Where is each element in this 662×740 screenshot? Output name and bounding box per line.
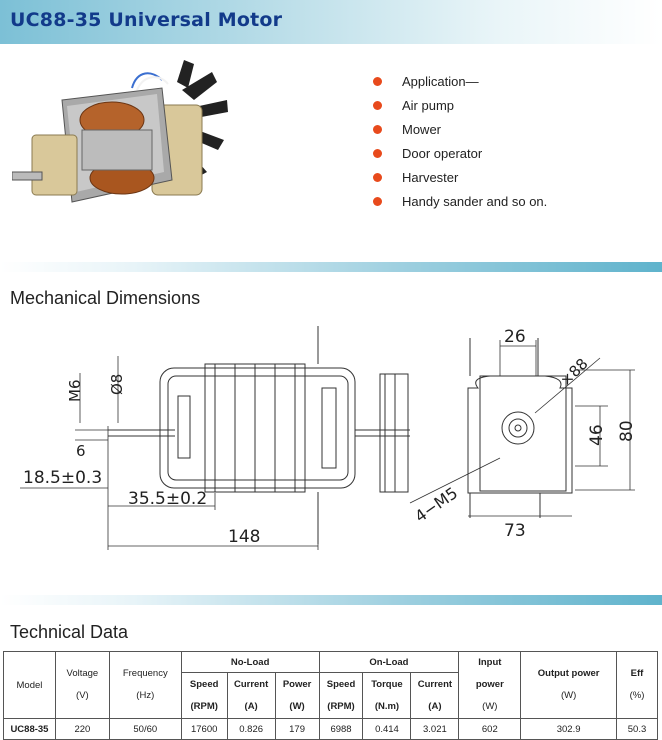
header-ol-current: Current(A) bbox=[410, 672, 460, 719]
section-divider bbox=[0, 262, 662, 272]
dim-148: 148 bbox=[228, 527, 260, 547]
header-ol-speed: Speed(RPM) bbox=[318, 672, 364, 719]
header-on-load: On-Load bbox=[318, 650, 460, 674]
front-view bbox=[467, 338, 573, 518]
mechanical-dimensions-title: Mechanical Dimensions bbox=[10, 288, 201, 308]
dim-18-5: 18.5±0.3 bbox=[23, 468, 102, 488]
dim-6: 6 bbox=[76, 442, 86, 460]
dim-73: 73 bbox=[504, 521, 526, 541]
cell-nl-current: 0.826 bbox=[226, 718, 276, 740]
header-output-power: Output power(W) bbox=[520, 651, 618, 719]
list-item: Handy sander and so on. bbox=[372, 192, 547, 216]
cell-frequency: 50/60 bbox=[108, 718, 182, 740]
header-nl-power: Power(W) bbox=[274, 672, 320, 719]
section-divider bbox=[0, 595, 662, 605]
title-bar: UC88-35 Universal Motor bbox=[0, 0, 662, 44]
header-voltage: Voltage(V) bbox=[54, 651, 110, 719]
header-frequency: Frequency(Hz) bbox=[108, 651, 182, 719]
cell-eff: 50.3 bbox=[616, 718, 658, 740]
dim-35-5: 35.5±0.2 bbox=[128, 489, 207, 509]
dim-46: 46 bbox=[587, 424, 607, 446]
cell-ol-speed: 6988 bbox=[318, 718, 364, 740]
header-model: Model bbox=[3, 651, 56, 719]
list-item: Air pump bbox=[372, 96, 547, 120]
technical-data-title: Technical Data bbox=[10, 622, 129, 642]
cell-output-power: 302.9 bbox=[520, 718, 618, 740]
side-view bbox=[108, 326, 410, 544]
dim-80: 80 bbox=[617, 420, 637, 442]
cell-ol-torque: 0.414 bbox=[362, 718, 412, 740]
dim-d8: Ø8 bbox=[108, 374, 126, 395]
cell-ol-current: 3.021 bbox=[410, 718, 460, 740]
header-no-load: No-Load bbox=[180, 650, 320, 674]
cell-voltage: 220 bbox=[54, 718, 110, 740]
bullet-icon bbox=[373, 77, 382, 86]
table-row: UC88-35 220 50/60 17600 0.826 179 6988 0… bbox=[3, 718, 658, 740]
header-nl-current: Current(A) bbox=[226, 672, 276, 719]
bullet-icon bbox=[373, 101, 382, 110]
table-header-row: Model Voltage(V) Frequency(Hz) No-Load O… bbox=[3, 650, 658, 719]
header-nl-speed: Speed(RPM) bbox=[180, 672, 228, 719]
cell-nl-power: 179 bbox=[274, 718, 320, 740]
cell-input-power: 602 bbox=[458, 718, 522, 740]
bullet-icon bbox=[373, 125, 382, 134]
dim-m6: M6 bbox=[66, 380, 84, 403]
header-eff: Eff(%) bbox=[616, 651, 658, 719]
bullet-icon bbox=[373, 173, 382, 182]
bullet-icon bbox=[373, 149, 382, 158]
applications-list: Application— Air pump Mower Door operato… bbox=[372, 72, 547, 216]
cell-nl-speed: 17600 bbox=[180, 718, 228, 740]
technical-data-table: Model Voltage(V) Frequency(Hz) No-Load O… bbox=[3, 650, 658, 740]
cell-model: UC88-35 bbox=[3, 718, 56, 740]
list-item: Mower bbox=[372, 120, 547, 144]
dimension-lines-side bbox=[20, 356, 319, 550]
motor-photo bbox=[12, 60, 228, 203]
list-item: Door operator bbox=[372, 144, 547, 168]
dim-d88: ×88 bbox=[556, 355, 591, 390]
header-ol-torque: Torque(N.m) bbox=[362, 672, 412, 719]
front-view-dims bbox=[409, 340, 635, 517]
mechanical-drawing: M6 Ø8 6 18.5±0.3 35.5±0.2 148 26 ×88 46 … bbox=[20, 326, 637, 550]
bullet-icon bbox=[373, 197, 382, 206]
page-title: UC88-35 Universal Motor bbox=[10, 9, 283, 31]
list-item: Harvester bbox=[372, 168, 547, 192]
table-subheader-row: Speed(RPM) Current(A) Power(W) Speed(RPM… bbox=[4, 672, 658, 719]
list-item: Application— bbox=[372, 72, 547, 96]
dim-26: 26 bbox=[504, 327, 526, 347]
